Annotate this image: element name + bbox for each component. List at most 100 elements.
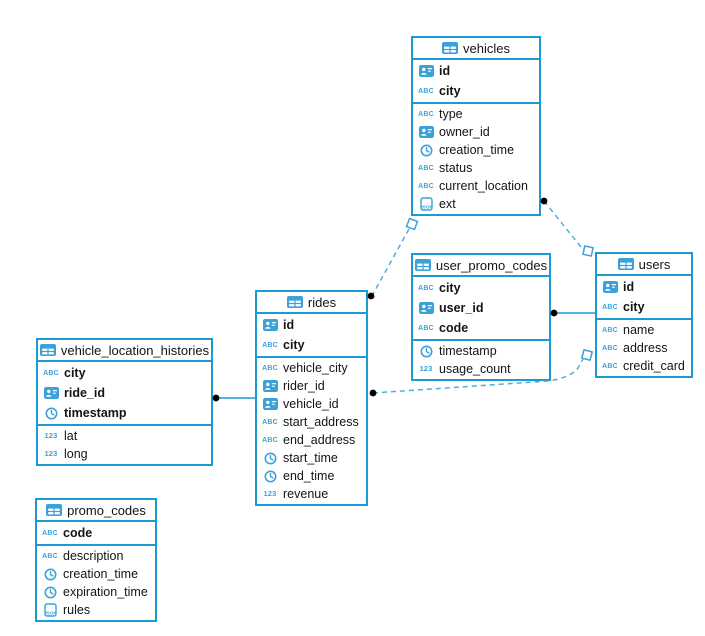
fields-section: 123 lat 123 long (38, 426, 211, 464)
field-name: credit_card (623, 359, 685, 373)
field-name: timestamp (439, 344, 497, 358)
field-row-ride_id: ride_id (38, 383, 211, 403)
table-icon (617, 258, 634, 270)
abc-text-icon: ABC (418, 284, 434, 292)
field-name: city (439, 281, 461, 295)
field-name: city (439, 84, 461, 98)
field-row-creation_time: creation_time (413, 141, 539, 159)
field-name: user_id (439, 301, 484, 315)
number-123-icon: 123 (44, 449, 58, 459)
field-row-vehicle_id: vehicle_id (257, 395, 366, 413)
id-badge-icon (418, 302, 434, 314)
relationship-square-endpoint (582, 245, 594, 257)
abc-text-icon: ABC (418, 87, 434, 95)
abc-text-icon: ABC (42, 529, 58, 537)
abc-text-icon: ABC (262, 341, 278, 349)
field-name: rider_id (283, 379, 325, 393)
table-header-rides[interactable]: rides (257, 292, 366, 314)
clock-icon (418, 345, 434, 358)
field-row-long: 123 long (38, 445, 211, 463)
relationship-dot-endpoint (367, 292, 375, 300)
field-name: start_address (283, 415, 359, 429)
field-name: vehicle_city (283, 361, 348, 375)
table-header-promo_codes[interactable]: promo_codes (37, 500, 155, 522)
field-name: code (439, 321, 469, 335)
abc-text-icon: ABC (602, 344, 618, 352)
field-name: city (283, 338, 305, 352)
clock-icon (42, 568, 58, 581)
table-title: users (638, 256, 671, 272)
field-name: revenue (283, 487, 329, 501)
relationship-dot-endpoint (369, 389, 377, 397)
field-row-timestamp: timestamp (38, 403, 211, 423)
field-name: code (63, 526, 93, 540)
field-row-code: ABC code (37, 523, 155, 543)
abc-text-icon: ABC (602, 362, 618, 370)
table-header-vehicles[interactable]: vehicles (413, 38, 539, 60)
table-title: vehicles (463, 40, 510, 56)
field-name: lat (64, 429, 78, 443)
table-header-vehicle_location_histories[interactable]: vehicle_location_histories (38, 340, 211, 362)
clock-icon (418, 144, 434, 157)
field-name: status (439, 161, 473, 175)
relationship-square-endpoint (580, 348, 594, 362)
json-doc-icon: JSON (418, 197, 434, 211)
id-badge-icon (602, 281, 618, 293)
field-row-city: ABC city (413, 81, 539, 101)
table-icon (39, 344, 56, 356)
id-badge-icon (262, 319, 278, 331)
field-name: city (64, 366, 86, 380)
field-row-expiration_time: expiration_time (37, 583, 155, 601)
table-header-users[interactable]: users (597, 254, 691, 276)
abc-text-icon: ABC (602, 326, 618, 334)
table-title: rides (307, 294, 337, 310)
field-row-id: id (597, 277, 691, 297)
clock-icon (262, 452, 278, 465)
field-name: owner_id (439, 125, 490, 139)
field-row-end_time: end_time (257, 467, 366, 485)
clock-icon (262, 470, 278, 483)
table-header-user_promo_codes[interactable]: user_promo_codes (413, 255, 549, 277)
clock-icon (43, 407, 59, 420)
id-badge-icon (43, 387, 59, 399)
table-title: user_promo_codes (435, 257, 548, 273)
relationship-dot-endpoint (212, 394, 220, 402)
abc-text-icon: ABC (418, 110, 434, 118)
field-name: current_location (439, 179, 528, 193)
field-row-id: id (257, 315, 366, 335)
field-name: expiration_time (63, 585, 148, 599)
field-row-name: ABC name (597, 321, 691, 339)
abc-text-icon: ABC (262, 364, 278, 372)
number-123-icon: 123 (44, 431, 58, 441)
field-name: timestamp (64, 406, 127, 420)
field-name: name (623, 323, 655, 337)
field-name: city (623, 300, 645, 314)
id-badge-icon (262, 398, 278, 410)
clock-icon (42, 586, 58, 599)
abc-text-icon: ABC (418, 164, 434, 172)
abc-text-icon: ABC (262, 436, 278, 444)
field-name: long (64, 447, 88, 461)
field-name: id (623, 280, 635, 294)
